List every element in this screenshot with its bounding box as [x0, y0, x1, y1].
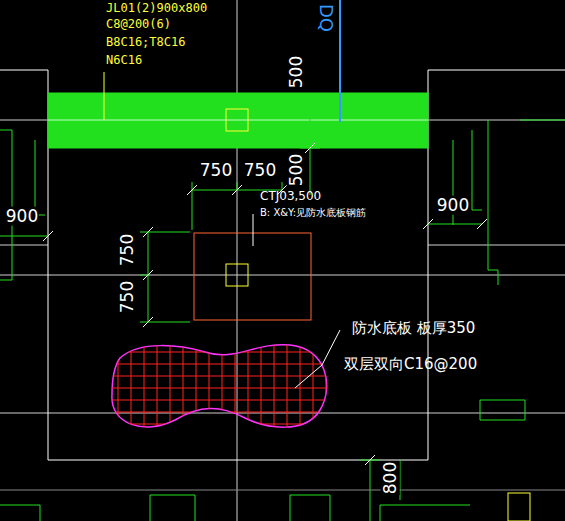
dimension-text: 800	[381, 461, 400, 495]
annotation: 750	[199, 161, 233, 180]
annotation: 750	[243, 161, 277, 180]
dimension-text: 750	[118, 280, 137, 314]
annotation: 900	[5, 207, 39, 226]
annotation: B8C16;T8C16	[106, 36, 185, 49]
dimension-text: 750	[118, 233, 137, 267]
dimension-text: DQ	[316, 3, 336, 33]
annotation: 双层双向C16@200	[344, 356, 477, 373]
annotation: N6C16	[106, 54, 142, 67]
dimension-text: 500	[287, 55, 306, 89]
annotation: JL01(2)900x800	[106, 2, 207, 15]
annotation: C8@200(6)	[106, 18, 171, 31]
dimension-text: 500	[287, 153, 306, 187]
annotation: CTJ03,500	[260, 190, 321, 203]
annotation: 900	[436, 196, 470, 215]
annotation: B: X&Y:见防水底板钢筋	[260, 207, 366, 218]
annotation: 防水底板 板厚350	[352, 320, 475, 337]
